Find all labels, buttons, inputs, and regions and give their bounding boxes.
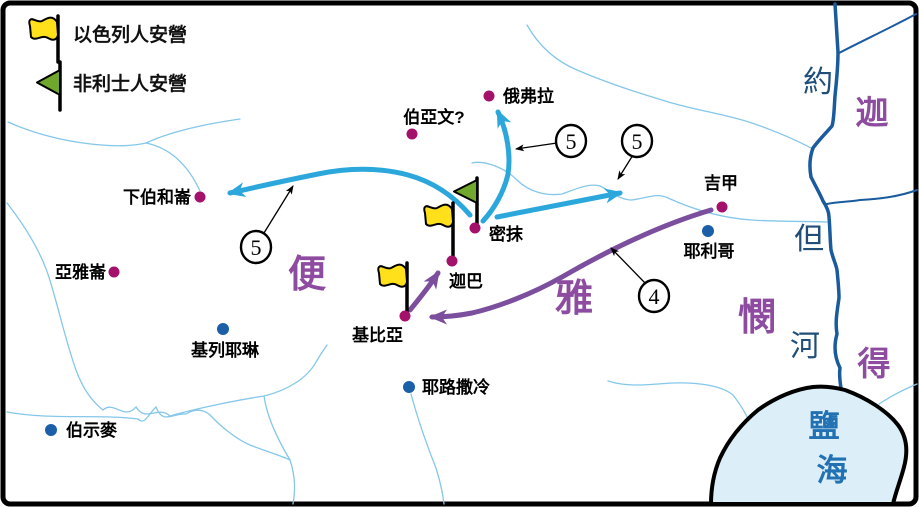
- movement-arrows: [227, 109, 714, 325]
- stream: [410, 393, 445, 505]
- legend-israelite-camp-label: 以色列人安營: [73, 23, 187, 46]
- jordan-river-course: [808, 2, 843, 390]
- philistine-camp-flag-michmash-icon: [453, 176, 479, 227]
- region-labels: 便 雅 憫 迦 得: [288, 94, 891, 382]
- marker-number: 4: [649, 284, 660, 309]
- stream: [6, 405, 291, 461]
- town-label: 伯亞文?: [403, 107, 464, 127]
- region-benjamin-char-3: 憫: [738, 297, 776, 339]
- arrow-michmash-eastward: [494, 188, 623, 220]
- town-dot: [469, 222, 481, 234]
- town-gibeah: 基比亞: [351, 310, 411, 345]
- town-jericho: 耶利哥: [684, 225, 735, 261]
- jordan-label-char-2: 但: [794, 223, 824, 256]
- town-dot: [217, 323, 229, 335]
- stream: [878, 383, 918, 405]
- salt-sea-label-char-1: 鹽: [809, 409, 840, 444]
- town-lower-beth-horon: 下伯和崙: [123, 187, 206, 207]
- town-kiriath-jearim: 基列耶琳: [190, 323, 260, 360]
- region-benjamin-char-1: 便: [288, 254, 327, 296]
- arrow-gilgal-to-gibeah: [429, 207, 714, 325]
- town-label: 基列耶琳: [190, 340, 260, 360]
- town-label: 亞雅崙: [55, 262, 107, 282]
- salt-sea-label-char-2: 海: [817, 453, 848, 488]
- marker-number: 5: [251, 235, 262, 260]
- jordan-river-label: 約 但 河: [790, 66, 833, 363]
- jordan-tributary: [826, 189, 918, 205]
- town-dot: [403, 381, 415, 393]
- town-dot: [399, 310, 411, 322]
- town-label: 下伯和崙: [123, 187, 192, 207]
- marker-circle: [637, 278, 671, 314]
- route-marker-4-gilgal-gibeah: 4: [610, 247, 671, 314]
- jordan-label-char-3: 河: [790, 330, 820, 363]
- stream: [145, 118, 241, 144]
- town-beth-aven: 伯亞文?: [403, 107, 465, 140]
- town-label: 吉甲: [704, 174, 738, 193]
- arrow-michmash-to-ophrah: [480, 109, 512, 224]
- jordan-river: [808, 2, 918, 390]
- marker-number: 5: [566, 129, 577, 154]
- town-label: 耶利哥: [684, 241, 735, 261]
- stream: [7, 121, 201, 192]
- marker-circle: [620, 123, 654, 159]
- salt-sea: 鹽 海: [709, 384, 909, 506]
- marker-leader-arrow: [263, 185, 294, 234]
- town-dot: [446, 255, 458, 267]
- israelite-camp-flag-gibeah-icon: [377, 261, 409, 316]
- town-dot: [716, 201, 728, 213]
- town-beth-shemesh: 伯示麥: [45, 420, 118, 440]
- town-dot: [108, 266, 120, 278]
- town-michmash: 密抹: [469, 222, 524, 244]
- town-aijalon: 亞雅崙: [55, 262, 120, 282]
- philistine-camp-flag-legend-icon: [36, 60, 62, 112]
- town-label: 密抹: [489, 224, 524, 244]
- town-dot: [406, 128, 418, 140]
- town-label: 俄弗拉: [502, 86, 554, 106]
- town-label: 迦巴: [449, 272, 483, 291]
- camp-flags: [377, 176, 479, 316]
- stream: [6, 202, 104, 411]
- town-jerusalem: 耶路撒冷: [403, 377, 490, 397]
- marker-circle: [554, 123, 588, 159]
- marker-circle: [239, 229, 273, 265]
- arrow-gibeah-to-geba: [407, 270, 441, 313]
- region-gad-char-1: 迦: [856, 94, 889, 131]
- arrow-michmash-to-lower-beth-horon: [227, 166, 473, 218]
- town-gilgal: 吉甲: [704, 174, 738, 213]
- marker-leader-arrow: [515, 142, 558, 152]
- jordan-label-char-1: 約: [803, 66, 833, 99]
- town-dot: [194, 191, 206, 203]
- town-ophrah: 俄弗拉: [483, 86, 554, 106]
- stream: [102, 344, 328, 417]
- jordan-tributary: [838, 13, 917, 54]
- route-marker-5-ophrah: 5: [515, 123, 588, 159]
- town-label: 伯示麥: [66, 420, 118, 440]
- legend: 以色列人安營 非利士人安營: [28, 14, 187, 112]
- route-markers: 5 5 5 4: [239, 123, 671, 314]
- town-dot: [702, 225, 714, 237]
- town-label: 耶路撒冷: [422, 377, 490, 397]
- israelite-camp-flag-legend-icon: [28, 14, 60, 64]
- stream: [526, 24, 812, 149]
- marker-leader-arrow: [617, 154, 634, 180]
- region-benjamin-char-2: 雅: [555, 278, 593, 320]
- town-dot: [45, 424, 57, 436]
- marker-number: 5: [632, 129, 643, 154]
- town-dot: [483, 90, 495, 102]
- route-marker-5-beth-horon: 5: [239, 185, 294, 265]
- town-label: 基比亞: [351, 325, 403, 345]
- region-gad-char-2: 得: [857, 345, 891, 382]
- route-marker-5-eastward: 5: [617, 123, 654, 180]
- salt-sea-shape: [709, 384, 909, 506]
- towns: 下伯和崙 亞雅崙 俄弗拉 伯亞文? 密抹 迦巴 基比亞 吉甲: [45, 86, 738, 440]
- town-geba: 迦巴: [446, 255, 483, 291]
- stream: [607, 380, 751, 424]
- legend-philistine-camp-label: 非利士人安營: [73, 72, 187, 95]
- marker-leader-arrow: [610, 247, 647, 285]
- israelite-camp-flag-geba-icon: [423, 201, 455, 260]
- streams: [6, 24, 918, 505]
